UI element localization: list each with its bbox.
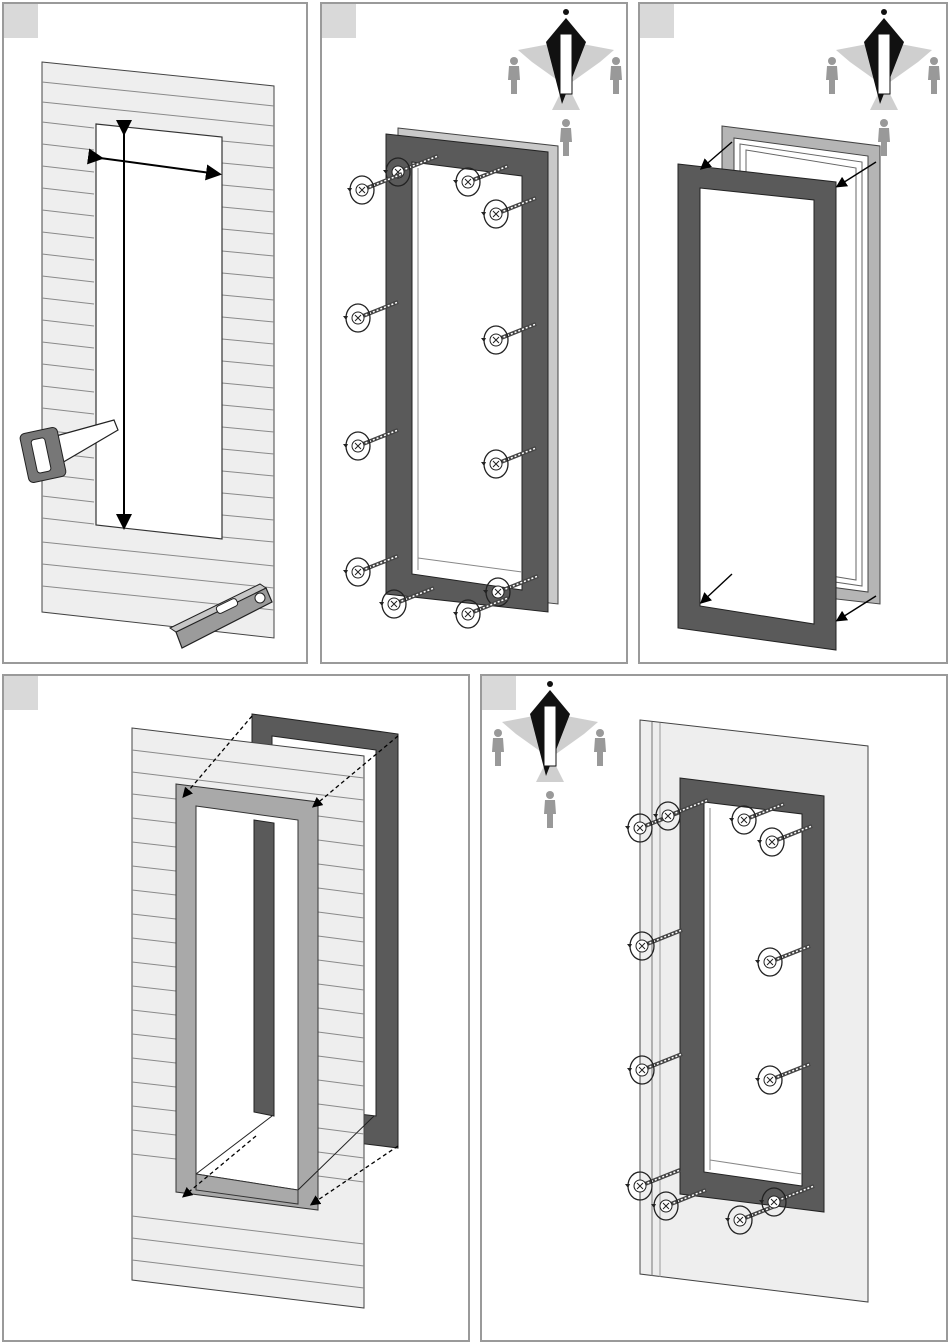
step-1-illustration [4,4,308,664]
step-2-illustration [322,4,628,664]
step-4-panel [2,674,470,1342]
step-4-illustration [4,676,470,1342]
inner-frame [678,164,836,650]
step-5-illustration [482,676,948,1342]
two-person-assembly-icon [826,9,940,156]
wall-opening [96,124,222,539]
step-3-panel [638,2,948,664]
step-3-illustration [640,4,948,664]
two-person-assembly-icon [492,681,606,828]
step-5-panel [480,674,948,1342]
step-2-panel [320,2,628,664]
two-person-assembly-icon [508,9,622,156]
step-1-panel [2,2,308,664]
inner-frame [680,778,824,1212]
inner-frame [386,134,548,612]
